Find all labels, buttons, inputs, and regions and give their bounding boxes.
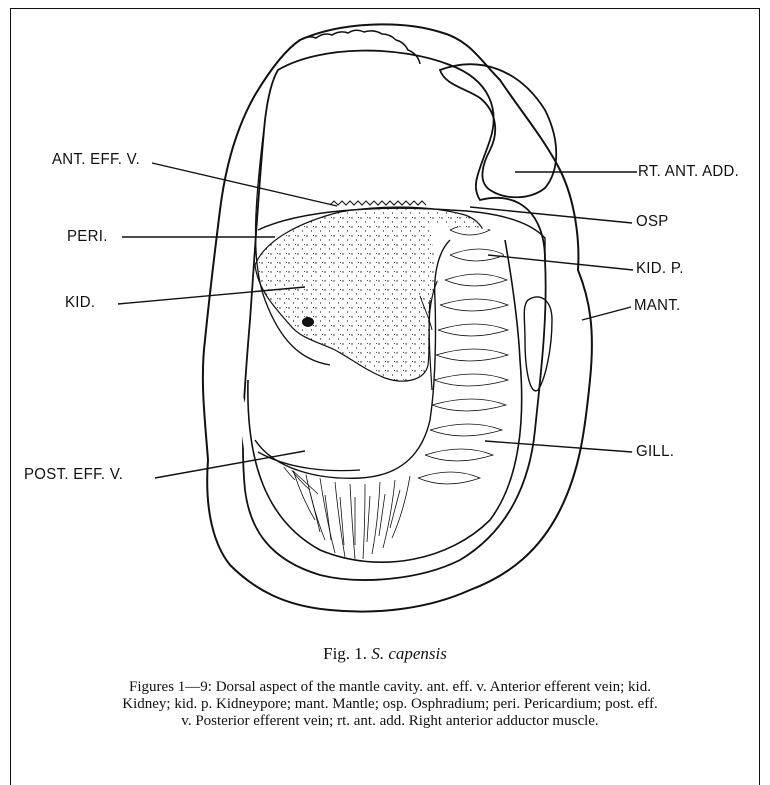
label-kid-p: KID. P. <box>636 260 684 278</box>
species-name: S. capensis <box>371 644 447 663</box>
label-ant-eff-v: ANT. EFF. V. <box>52 151 140 169</box>
figure-number: Fig. 1. <box>323 644 367 663</box>
label-gill: GILL. <box>636 443 674 461</box>
label-mant: MANT. <box>634 297 681 315</box>
label-osp: OSP <box>636 213 669 231</box>
right-anterior-adductor <box>440 64 556 197</box>
label-post-eff-v: POST. EFF. V. <box>24 466 123 484</box>
label-kid: KID. <box>65 294 95 312</box>
label-rt-ant-add: RT. ANT. ADD. <box>638 163 739 181</box>
label-peri: PERI. <box>67 228 108 246</box>
figure-description: Figures 1—9: Dorsal aspect of the mantle… <box>120 679 660 730</box>
leader-ant-eff-v <box>152 163 337 206</box>
osphradium <box>330 201 426 205</box>
figure-title: Fig. 1. S. capensis <box>0 644 770 664</box>
